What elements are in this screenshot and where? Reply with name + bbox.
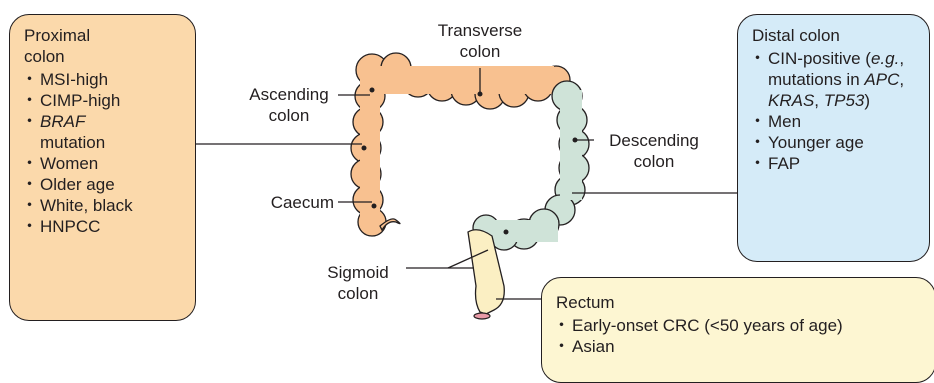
rectum-title: Rectum <box>556 292 921 313</box>
descending-colon-text: Descending colon <box>598 130 710 172</box>
distal-colon-box: Distal colon CIN-positive (e.g., mutatio… <box>737 14 930 262</box>
proximal-colon-title: Proximal colon <box>24 25 114 67</box>
list-item: CIMP-high <box>24 90 181 111</box>
caecum-label: Caecum <box>236 192 334 213</box>
list-item: Older age <box>24 174 181 195</box>
list-item: Women <box>24 153 181 174</box>
list-item: CIN-positive (e.g., mutations in APC, KR… <box>752 48 918 111</box>
ascending-colon-text: Ascending colon <box>244 84 334 126</box>
sigmoid-colon-text: Sigmoid colon <box>323 262 393 304</box>
descending-colon-label: Descending colon <box>598 130 710 172</box>
list-item: Men <box>752 111 915 132</box>
list-item: White, black <box>24 195 181 216</box>
proximal-colon-box: Proximal colon MSI-high CIMP-high BRAF m… <box>9 14 196 321</box>
transverse-colon-label: Transverse colon <box>412 20 548 62</box>
distal-colon-title: Distal colon <box>752 25 915 46</box>
list-item: Younger age <box>752 132 915 153</box>
list-item: BRAF mutation <box>24 111 130 153</box>
anus <box>474 313 490 319</box>
caecum-text: Caecum <box>271 193 334 212</box>
proximal-colon-fill <box>360 66 554 220</box>
list-item: Early-onset CRC (<50 years of age) <box>556 315 921 336</box>
ascending-colon-label: Ascending colon <box>226 84 334 126</box>
list-item: FAP <box>752 153 915 174</box>
proximal-colon-list: MSI-high CIMP-high BRAF mutation Women O… <box>24 69 181 237</box>
distal-colon-list: CIN-positive (e.g., mutations in APC, KR… <box>752 48 915 174</box>
transverse-colon-text: Transverse colon <box>425 20 535 62</box>
list-item: Asian <box>556 336 921 357</box>
list-item: HNPCC <box>24 216 181 237</box>
list-item: MSI-high <box>24 69 181 90</box>
sigmoid-colon-label: Sigmoid colon <box>310 262 406 304</box>
rectum-list: Early-onset CRC (<50 years of age) Asian <box>556 315 921 357</box>
rectum-box: Rectum Early-onset CRC (<50 years of age… <box>541 277 934 383</box>
